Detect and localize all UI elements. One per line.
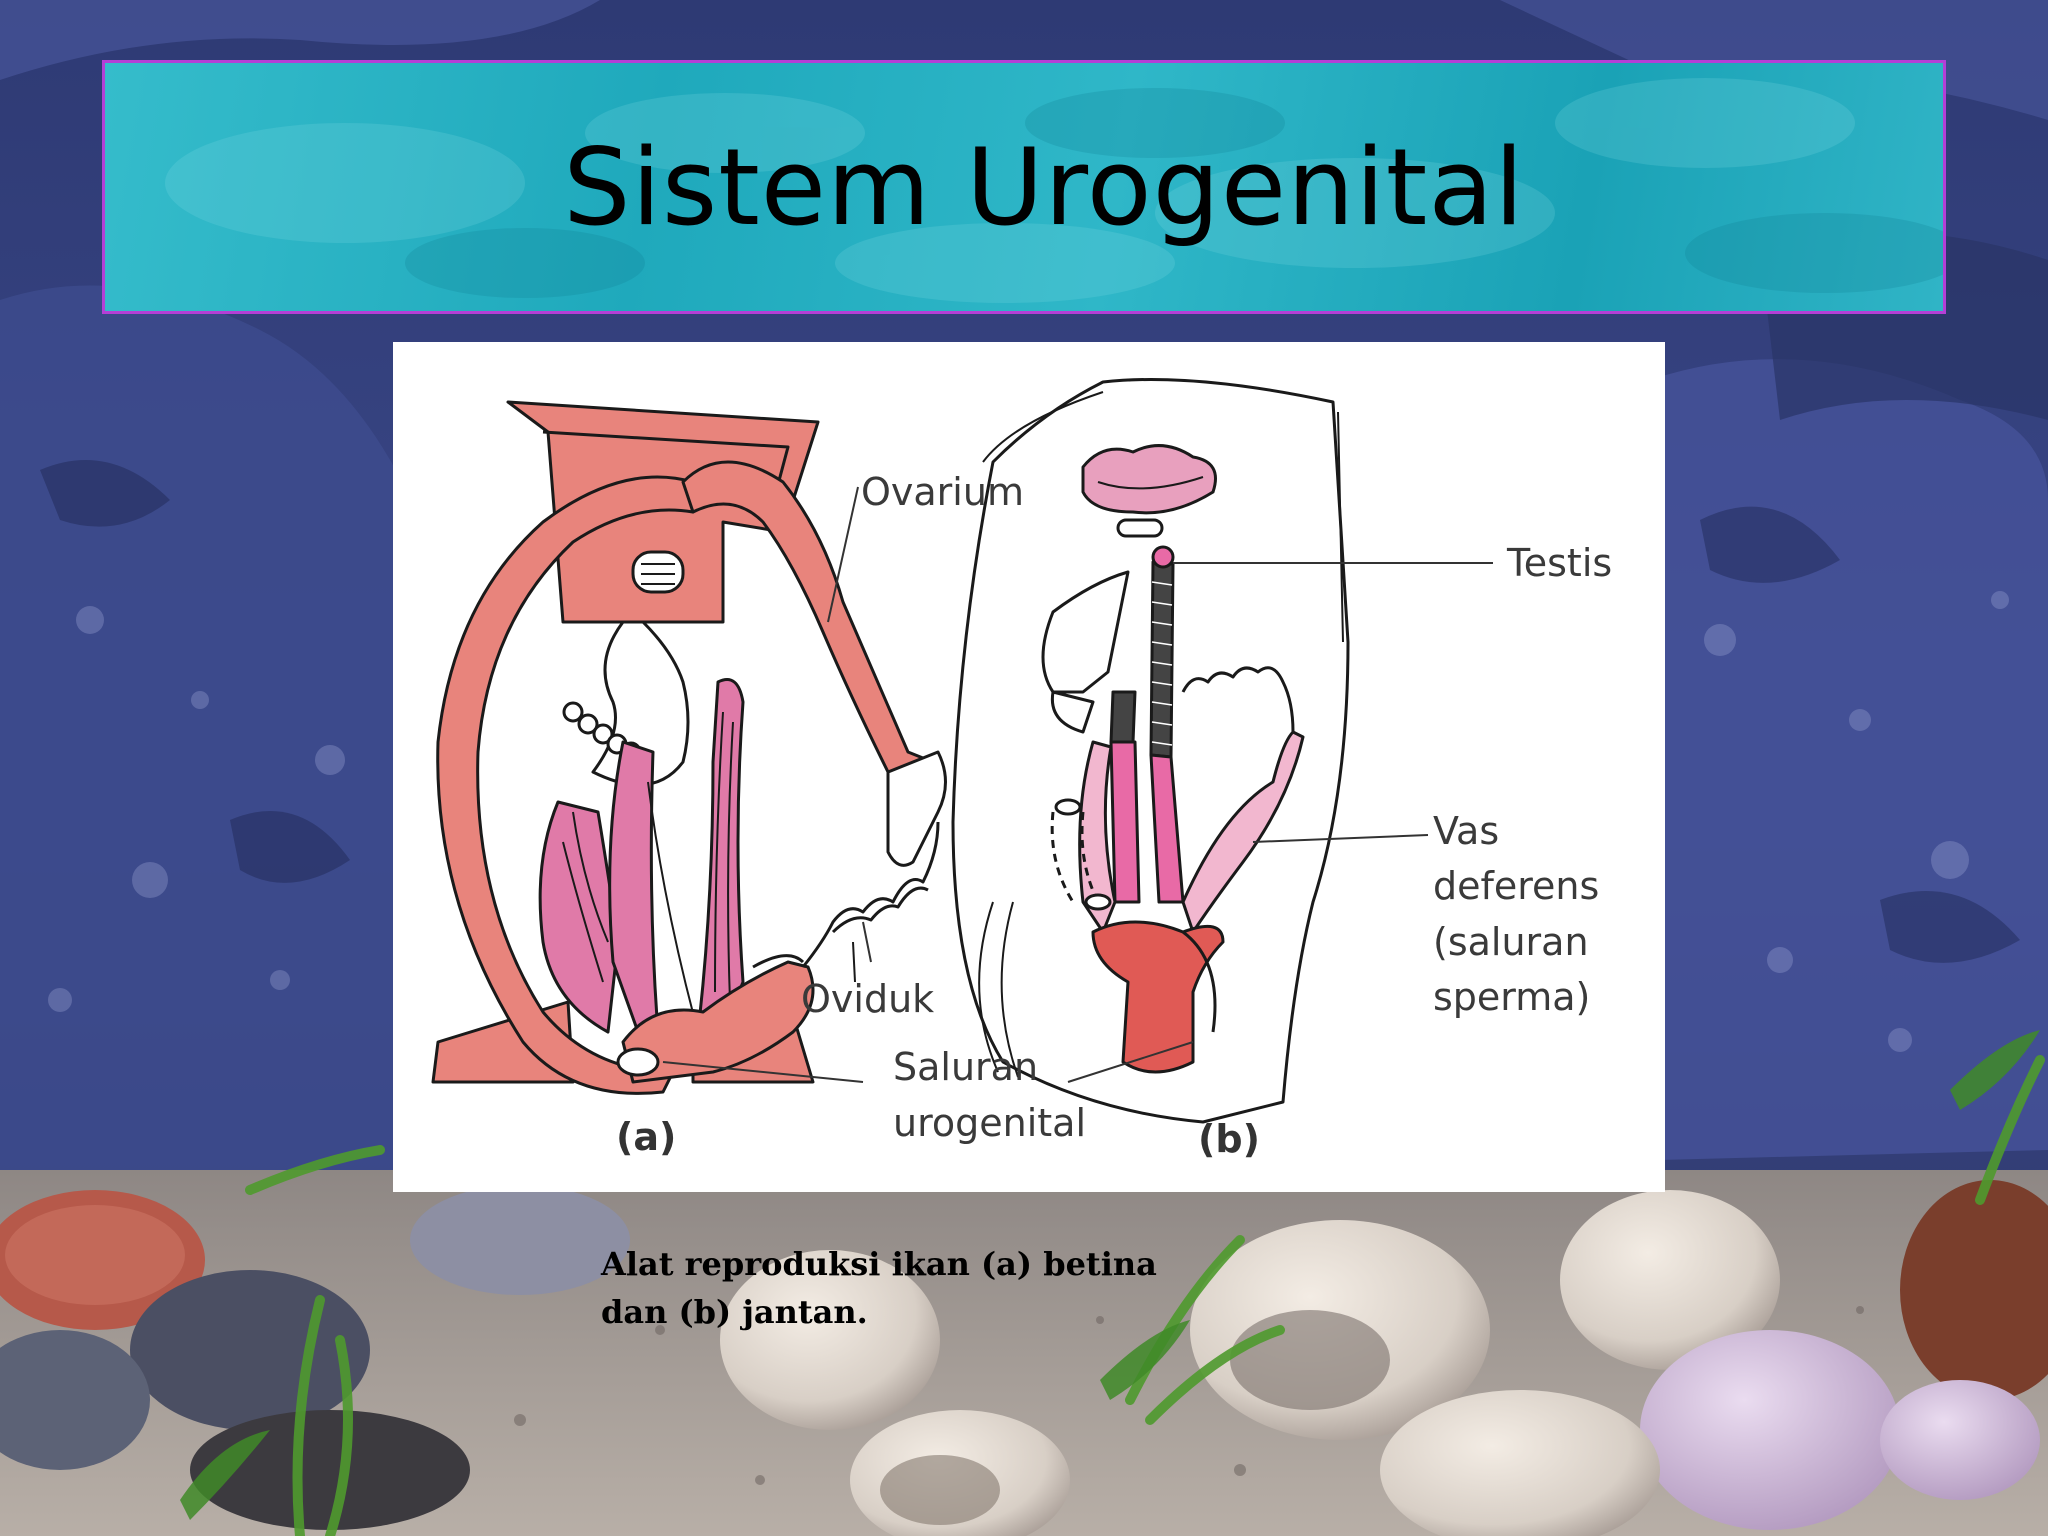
label-vas-deferens-1: Vas xyxy=(1433,809,1499,853)
figure-caption: Alat reproduksi ikan (a) betina dan (b) … xyxy=(601,1240,1241,1336)
label-vas-deferens-4: sperma) xyxy=(1433,975,1590,1019)
male-reproductive-diagram xyxy=(951,378,1350,1124)
caption-line-1: Alat reproduksi ikan (a) betina xyxy=(601,1245,1157,1283)
label-vas-deferens-3: (saluran xyxy=(1433,920,1589,964)
label-panel-a: (a) xyxy=(616,1115,676,1159)
title-banner: Sistem Urogenital xyxy=(102,60,1946,314)
label-oviduk: Oviduk xyxy=(801,977,934,1021)
label-ovarium: Ovarium xyxy=(861,470,1024,514)
slide-title: Sistem Urogenital xyxy=(563,125,1525,249)
label-panel-b: (b) xyxy=(1198,1117,1260,1161)
label-saluran-urogenital-1: Saluran xyxy=(893,1045,1038,1089)
label-saluran-urogenital-2: urogenital xyxy=(893,1101,1086,1145)
reproductive-system-figure: Ovarium Oviduk Saluran urogenital Testis… xyxy=(393,342,1665,1192)
caption-line-2: dan (b) jantan. xyxy=(601,1293,868,1331)
label-vas-deferens-2: deferens xyxy=(1433,864,1599,908)
banner-water-texture xyxy=(165,78,1943,303)
female-reproductive-diagram xyxy=(431,400,947,1095)
label-testis: Testis xyxy=(1506,541,1612,585)
